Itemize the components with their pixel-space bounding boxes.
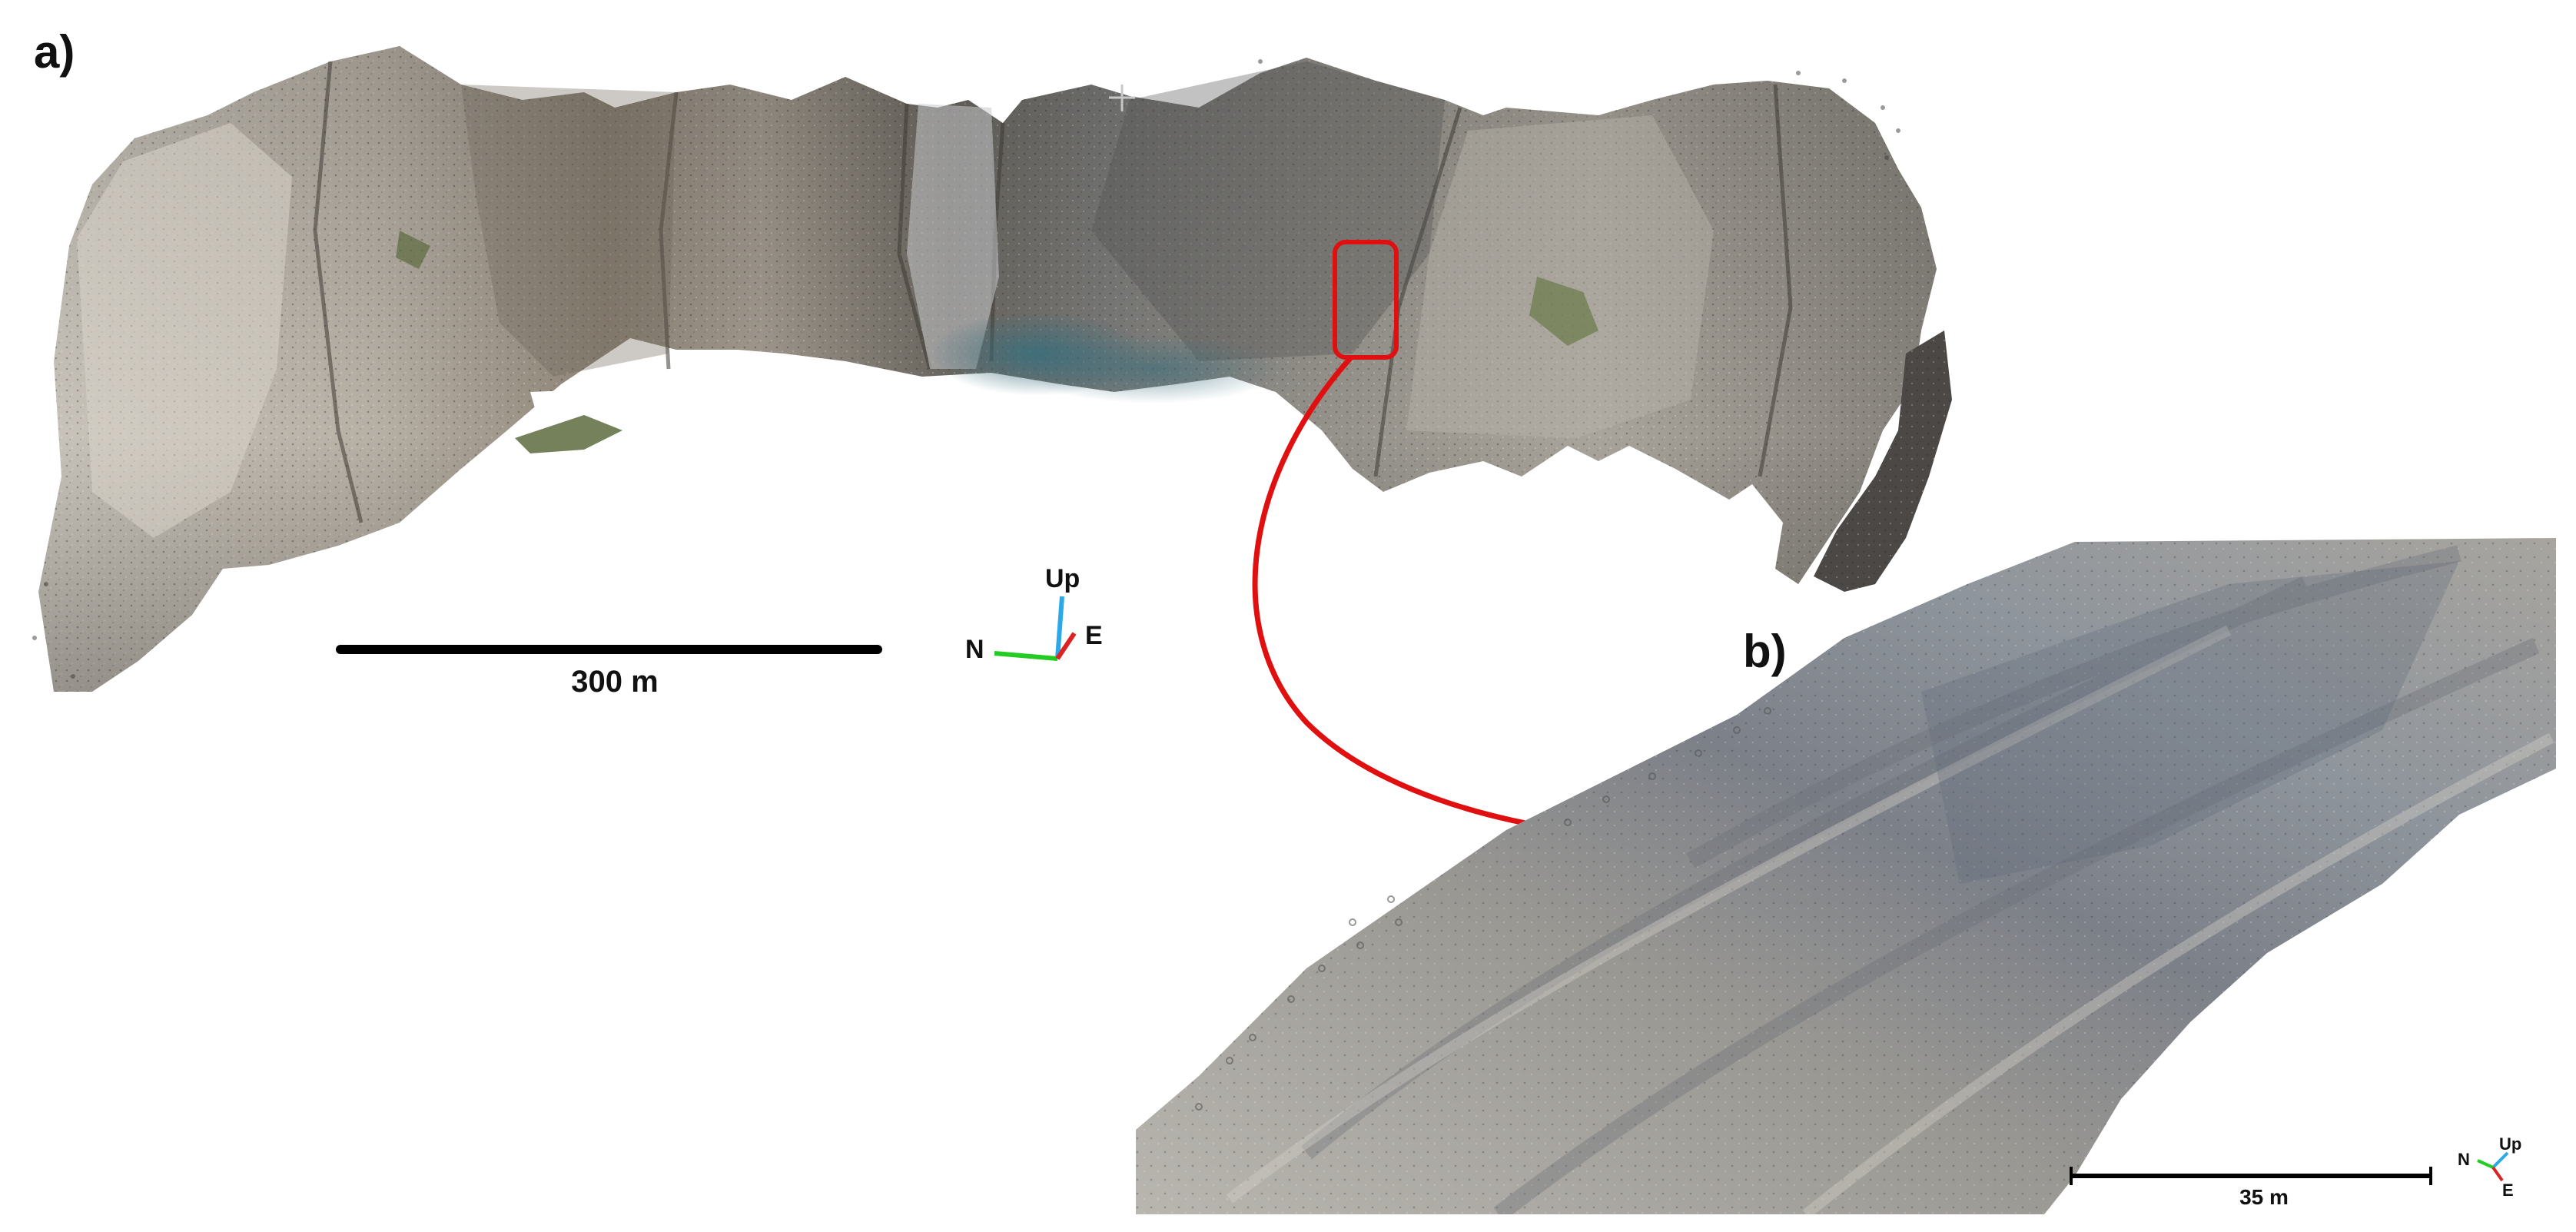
orientation-triad-b xyxy=(2477,1151,2509,1182)
detail-point-cloud-b xyxy=(1136,538,2556,1214)
panel-label-b: b) xyxy=(1743,626,1787,677)
panel-label-a: a) xyxy=(34,26,75,78)
up-axis-a xyxy=(1055,596,1064,659)
east-axis-b xyxy=(2491,1166,2504,1182)
north-axis-a xyxy=(994,651,1058,661)
scale-label-b: 35 m xyxy=(2239,1185,2289,1209)
up-label-b: Up xyxy=(2499,1134,2522,1154)
cliff-point-cloud-a xyxy=(32,46,1952,692)
east-label-b: E xyxy=(2502,1181,2514,1200)
scale-label-a: 300 m xyxy=(571,665,659,699)
east-label-a: E xyxy=(1085,621,1103,650)
north-axis-b xyxy=(2477,1159,2494,1169)
highlight-box xyxy=(1333,240,1399,360)
orientation-triad-a xyxy=(994,596,1077,661)
up-label-a: Up xyxy=(1045,564,1081,593)
up-axis-b xyxy=(2491,1151,2509,1169)
north-label-a: N xyxy=(965,635,984,664)
east-axis-a xyxy=(1055,632,1077,660)
north-label-b: N xyxy=(2458,1150,2470,1169)
